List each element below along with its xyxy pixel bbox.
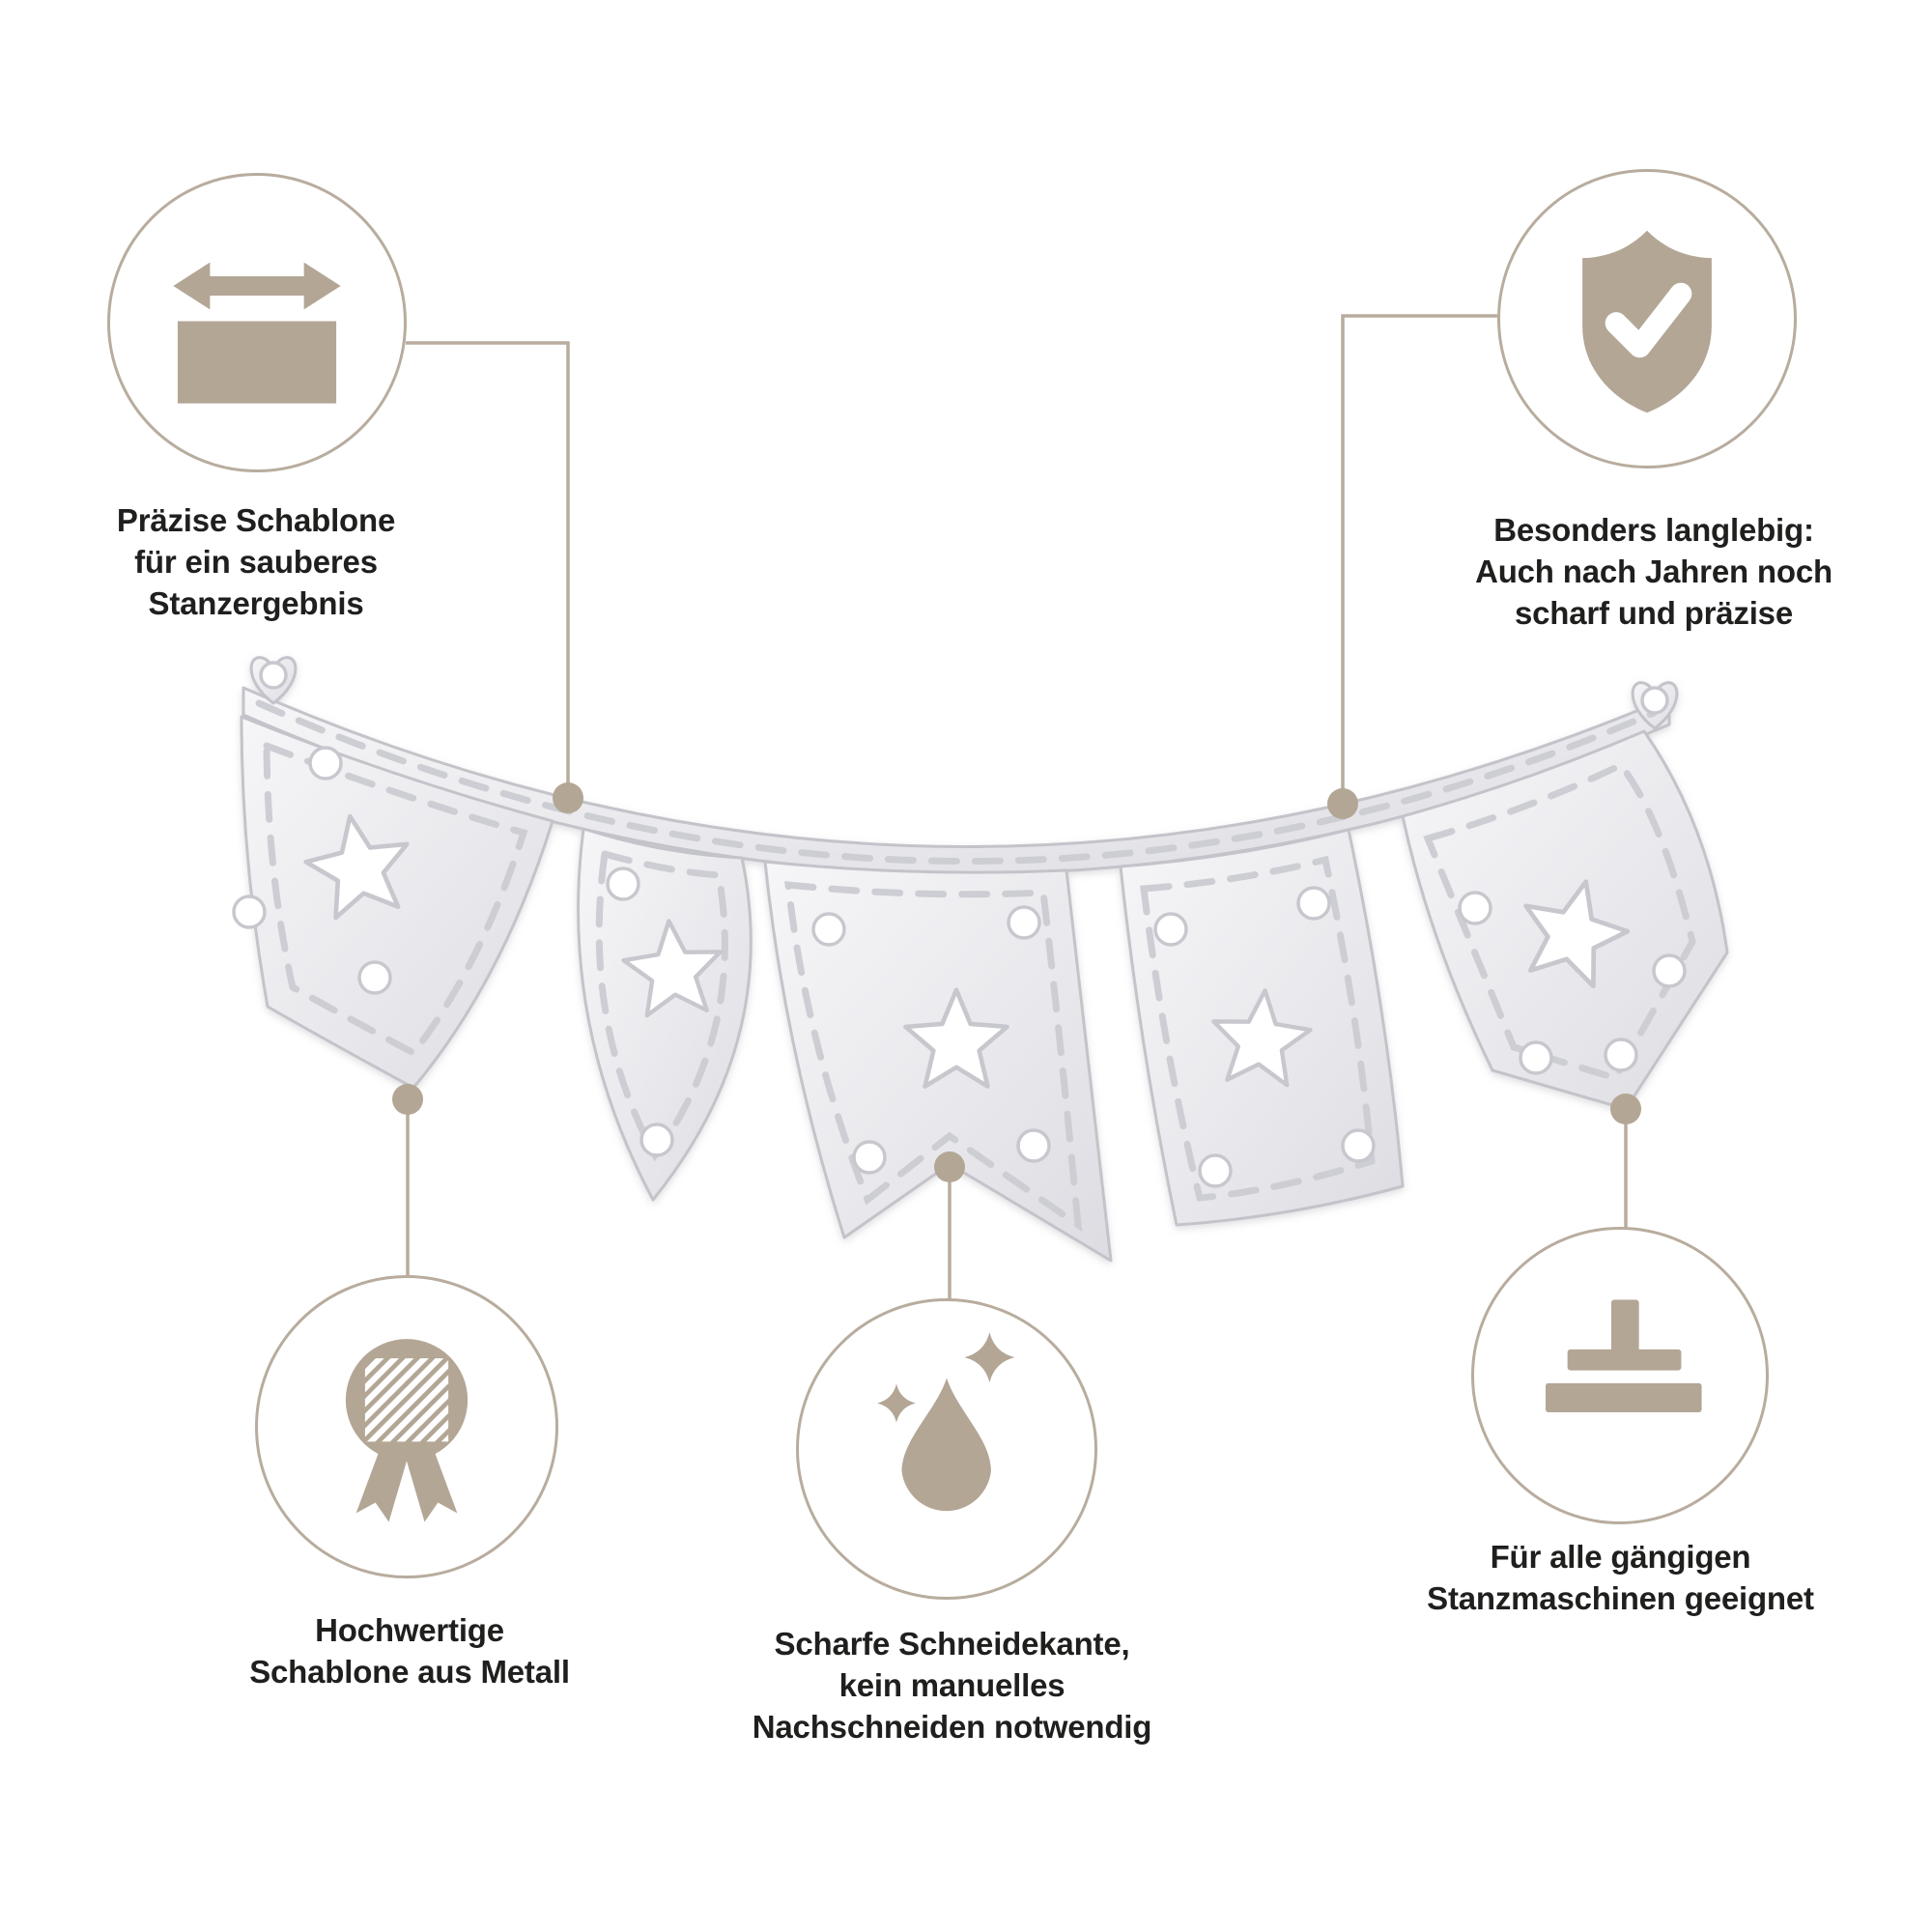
feature-circle-material [255, 1275, 558, 1578]
feature-label-material: Hochwertige Schablone aus Metall [249, 1612, 570, 1690]
metal-die [240, 656, 1729, 1263]
medal-icon [345, 1339, 469, 1522]
dimension-arrows-icon [173, 262, 341, 404]
dot-durability [1327, 788, 1358, 819]
feature-label-durability: Besonders langlebig: Auch nach Jahren no… [1475, 512, 1833, 631]
feature-circle-compatibility [1471, 1227, 1769, 1524]
pennant-2 [577, 827, 753, 1202]
shield-check-icon [1582, 230, 1712, 413]
feature-circle-sharpness [796, 1298, 1097, 1600]
feature-label-compatibility: Für alle gängigen Stanzmaschinen geeigne… [1427, 1539, 1814, 1616]
dot-precision [553, 782, 583, 813]
connector-durability [1341, 314, 1497, 804]
die-holes [232, 661, 1687, 1188]
feature-circle-precision [107, 173, 407, 472]
feature-label-precision: Präzise Schablone für ein sauberes Stanz… [116, 502, 396, 621]
drop-sparkle-icon [877, 1332, 1015, 1512]
feature-circle-durability [1497, 169, 1797, 469]
die-press-icon [1545, 1299, 1702, 1413]
banner-string [242, 686, 1671, 875]
dot-material [392, 1084, 423, 1115]
connector-lines [406, 314, 1628, 1300]
dot-sharpness [934, 1151, 965, 1182]
stitch-lines [255, 699, 1696, 1233]
dot-compatibility [1610, 1094, 1641, 1124]
feature-label-sharpness: Scharfe Schneidekante, kein manuelles Na… [752, 1626, 1152, 1745]
connector-dots [392, 782, 1641, 1182]
connector-precision [406, 341, 570, 798]
